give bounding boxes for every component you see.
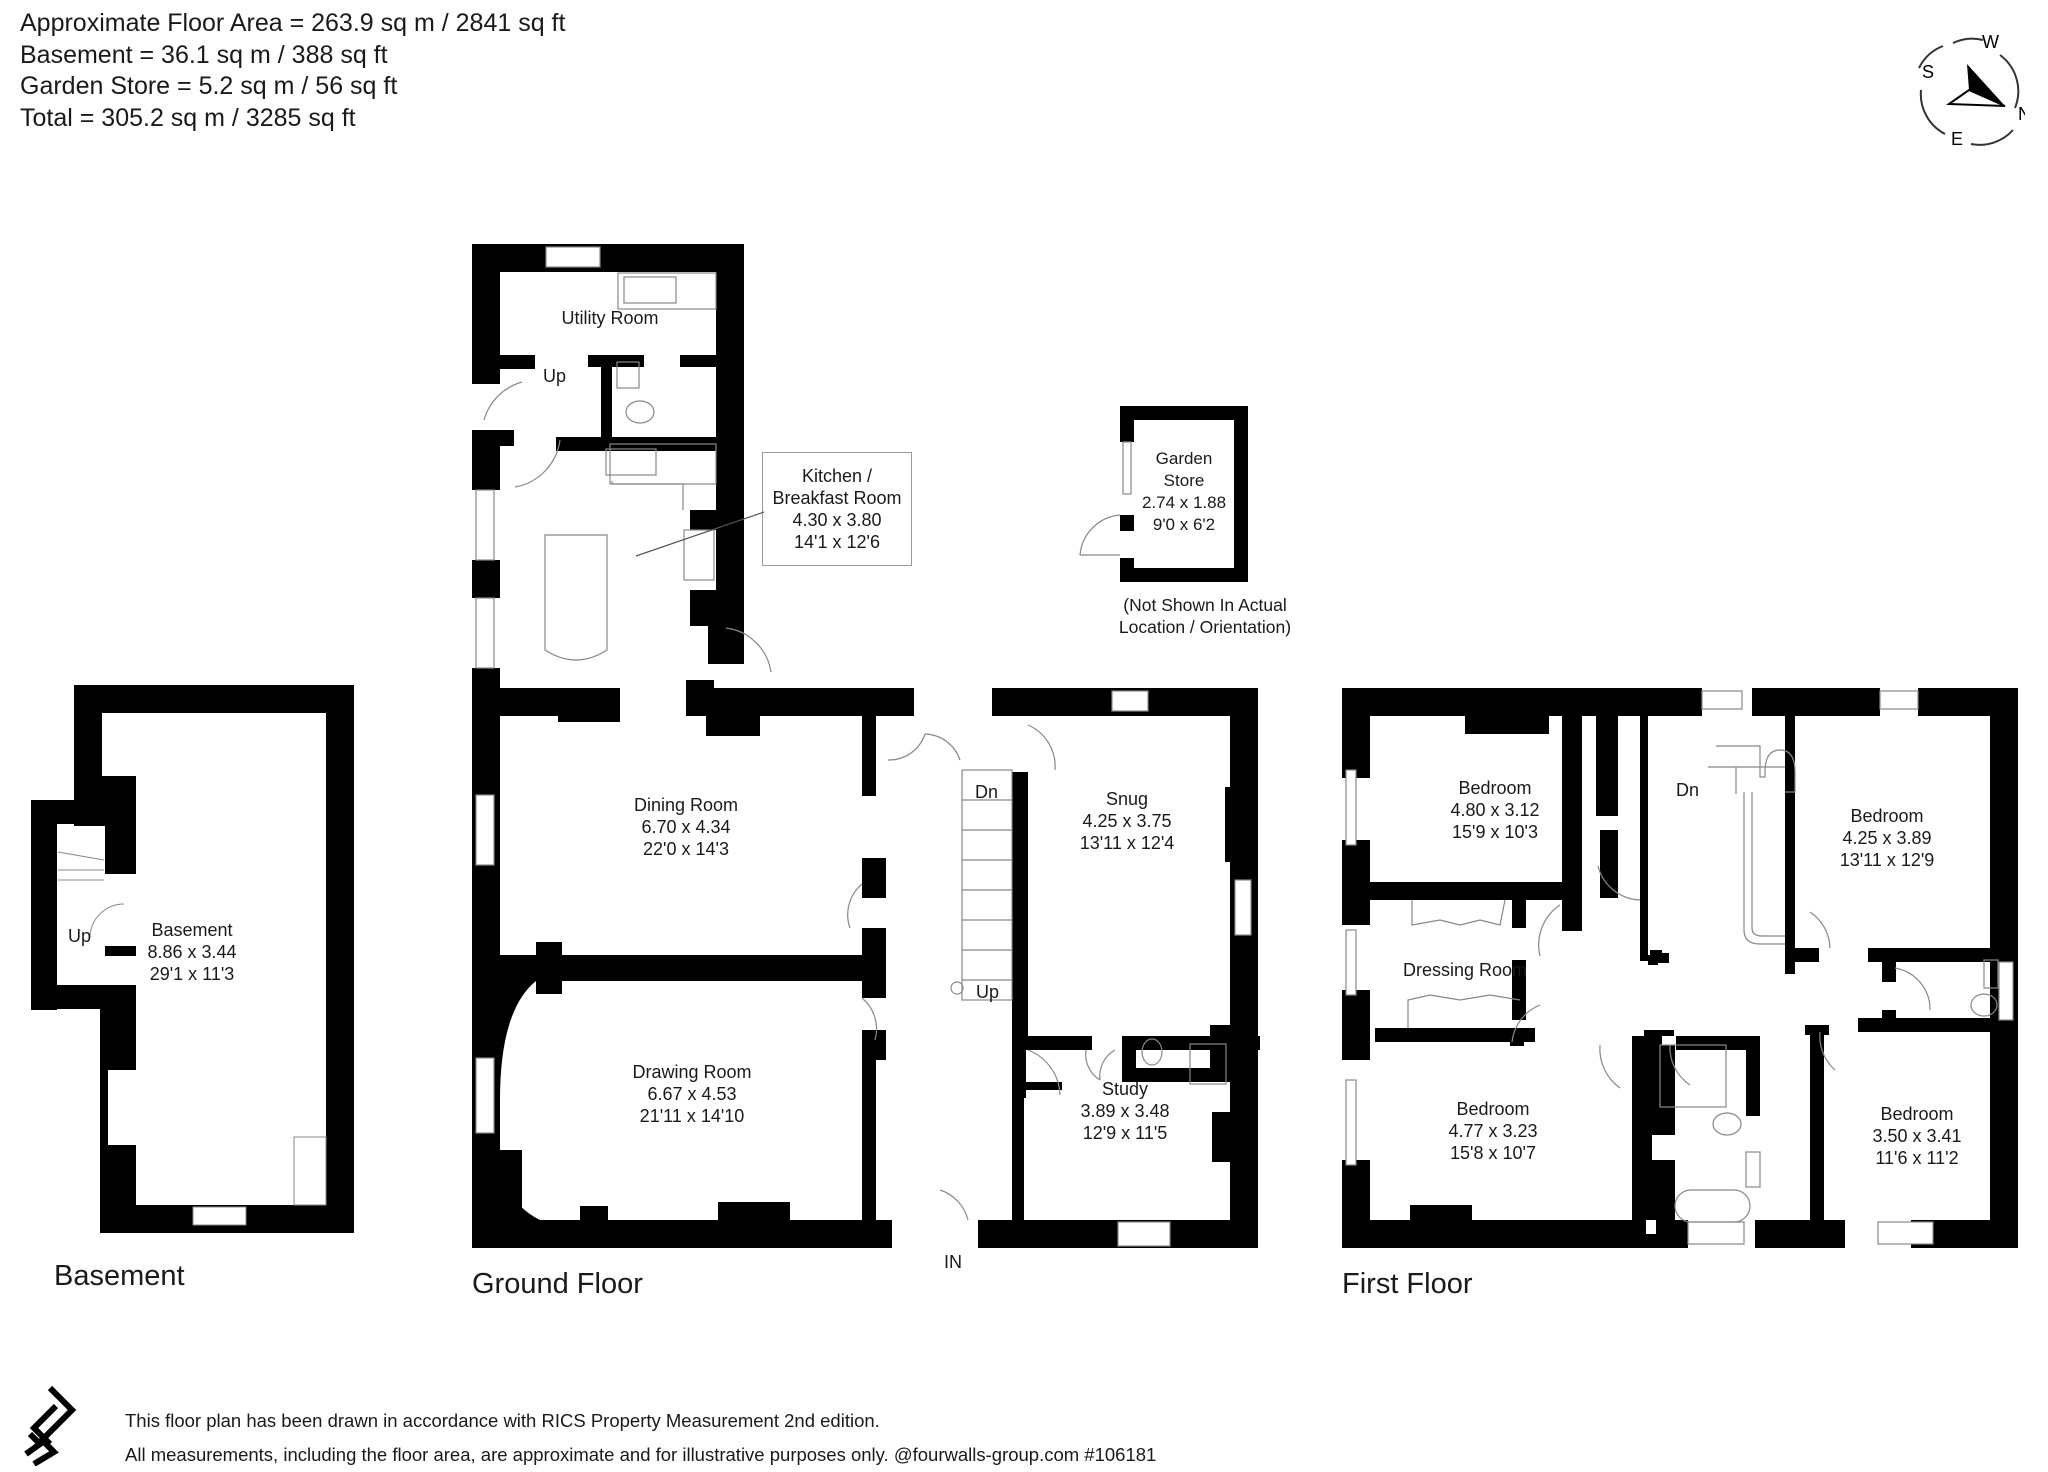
ground-stairs-up-label: Up	[976, 982, 1000, 1002]
basement-area-text: Basement = 36.1 sq m / 388 sq ft	[20, 40, 388, 69]
entrance-label: IN	[944, 1252, 962, 1272]
room-label-bedroom-2: Bedroom 4.25 x 3.89 13'11 x 12'9	[1840, 805, 1935, 871]
room-name: Garden	[1155, 449, 1213, 468]
basement-fixtures	[57, 851, 327, 1226]
compass-w: W	[1982, 32, 1999, 52]
room-imperial: 12'9 x 11'5	[1082, 1123, 1168, 1143]
garden-store-fixtures	[1079, 441, 1132, 556]
room-metric: 3.89 x 3.48	[1080, 1101, 1170, 1121]
ground-floor-fixtures	[475, 246, 1252, 1247]
ground-stairs-dn-label: Dn	[975, 782, 999, 802]
basement-stairs-up-label: Up	[68, 926, 92, 946]
room-name: Bedroom	[1456, 1099, 1530, 1119]
room-label-bedroom-1: Bedroom 4.80 x 3.12 15'9 x 10'3	[1450, 777, 1539, 843]
kitchen-callout-leader	[635, 511, 765, 557]
utility-stairs-up-label: Up	[543, 366, 567, 386]
room-metric: 4.80 x 3.12	[1450, 800, 1540, 820]
room-imperial: 13'11 x 12'4	[1079, 833, 1175, 853]
room-name: Bedroom	[1880, 1104, 1954, 1124]
footer-disclaimer: This floor plan has been drawn in accord…	[125, 1404, 1156, 1472]
floor-title-ground: Ground Floor	[472, 1268, 643, 1300]
floor-title-basement: Basement	[54, 1260, 185, 1292]
room-name: Bedroom	[1850, 806, 1924, 826]
room-name-2: Store	[1163, 471, 1205, 490]
room-imperial: 22'0 x 14'3	[643, 839, 729, 859]
room-name: Kitchen /	[801, 466, 873, 486]
room-imperial: 14'1 x 12'6	[794, 532, 880, 552]
compass-icon: W S N E	[1905, 28, 2031, 149]
room-metric: 4.25 x 3.75	[1082, 811, 1172, 831]
room-imperial: 9'0 x 6'2	[1152, 515, 1216, 534]
room-name: Study	[1101, 1079, 1149, 1099]
room-label-bedroom-4: Bedroom 3.50 x 3.41 11'6 x 11'2	[1872, 1103, 1961, 1169]
garden-store-walls	[1120, 406, 1248, 582]
room-imperial: 13'11 x 12'9	[1839, 850, 1935, 870]
basement-walls	[31, 685, 354, 1233]
garden-store-area-text: Garden Store = 5.2 sq m / 56 sq ft	[20, 72, 398, 100]
room-metric: 4.25 x 3.89	[1842, 828, 1932, 848]
area-summary: Approximate Floor Area = 263.9 sq m / 28…	[20, 8, 565, 134]
room-name: Dining Room	[633, 795, 739, 815]
room-metric: 4.30 x 3.80	[792, 510, 882, 530]
room-imperial: 15'9 x 10'3	[1452, 822, 1538, 842]
room-metric: 6.67 x 4.53	[647, 1084, 737, 1104]
room-metric: 3.50 x 3.41	[1872, 1126, 1962, 1146]
note-line-1: (Not Shown In Actual	[1123, 595, 1287, 615]
room-imperial: 11'6 x 11'2	[1875, 1148, 1959, 1168]
room-label-utility: Utility Room	[561, 307, 658, 329]
compass-s: S	[1922, 62, 1934, 82]
room-label-dressing: Dressing Room	[1403, 959, 1527, 981]
room-metric: 2.74 x 1.88	[1141, 493, 1227, 512]
room-name-2: Breakfast Room	[772, 488, 902, 508]
first-stairs-dn-label: Dn	[1676, 780, 1700, 800]
room-label-bedroom-3: Bedroom 4.77 x 3.23 15'8 x 10'7	[1448, 1098, 1537, 1164]
room-metric: 4.77 x 3.23	[1448, 1121, 1538, 1141]
room-label-dining: Dining Room 6.70 x 4.34 22'0 x 14'3	[634, 794, 738, 860]
room-name: Dressing Room	[1402, 960, 1528, 980]
compass-e: E	[1951, 129, 1963, 148]
footer-line-2: All measurements, including the floor ar…	[125, 1444, 1157, 1465]
floor-title-first: First Floor	[1342, 1268, 1473, 1300]
room-name: Bedroom	[1458, 778, 1532, 798]
room-imperial: 29'1 x 11'3	[149, 964, 235, 984]
room-name: Utility Room	[561, 308, 659, 328]
room-label-garden-store: Garden Store 2.74 x 1.88 9'0 x 6'2	[1142, 448, 1226, 536]
room-imperial: 15'8 x 10'7	[1450, 1143, 1536, 1163]
room-metric: 6.70 x 4.34	[641, 817, 731, 837]
ground-floor-walls	[472, 244, 1260, 1248]
note-line-2: Location / Orientation)	[1118, 617, 1292, 637]
room-name: Drawing Room	[632, 1062, 752, 1082]
garden-store-note: (Not Shown In Actual Location / Orientat…	[1110, 594, 1300, 638]
total-area-text: Total = 305.2 sq m / 3285 sq ft	[20, 103, 356, 132]
first-floor-walls	[1342, 688, 2018, 1248]
room-name: Basement	[151, 920, 233, 940]
room-metric: 8.86 x 3.44	[147, 942, 237, 962]
room-name: Snug	[1105, 789, 1149, 809]
footer-line-1: This floor plan has been drawn in accord…	[125, 1410, 880, 1431]
room-label-snug: Snug 4.25 x 3.75 13'11 x 12'4	[1080, 788, 1175, 854]
room-imperial: 21'11 x 14'10	[639, 1106, 745, 1126]
floor-area-text: Approximate Floor Area = 263.9 sq m / 28…	[20, 9, 566, 37]
room-label-kitchen: Kitchen / Breakfast Room 4.30 x 3.80 14'…	[762, 452, 912, 566]
room-label-study: Study 3.89 x 3.48 12'9 x 11'5	[1080, 1078, 1169, 1144]
first-floor-fixtures	[1345, 690, 2014, 1245]
room-label-basement: Basement 8.86 x 3.44 29'1 x 11'3	[147, 919, 236, 985]
fourwalls-logo-icon	[20, 1384, 84, 1467]
room-label-drawing: Drawing Room 6.67 x 4.53 21'11 x 14'10	[632, 1061, 751, 1127]
